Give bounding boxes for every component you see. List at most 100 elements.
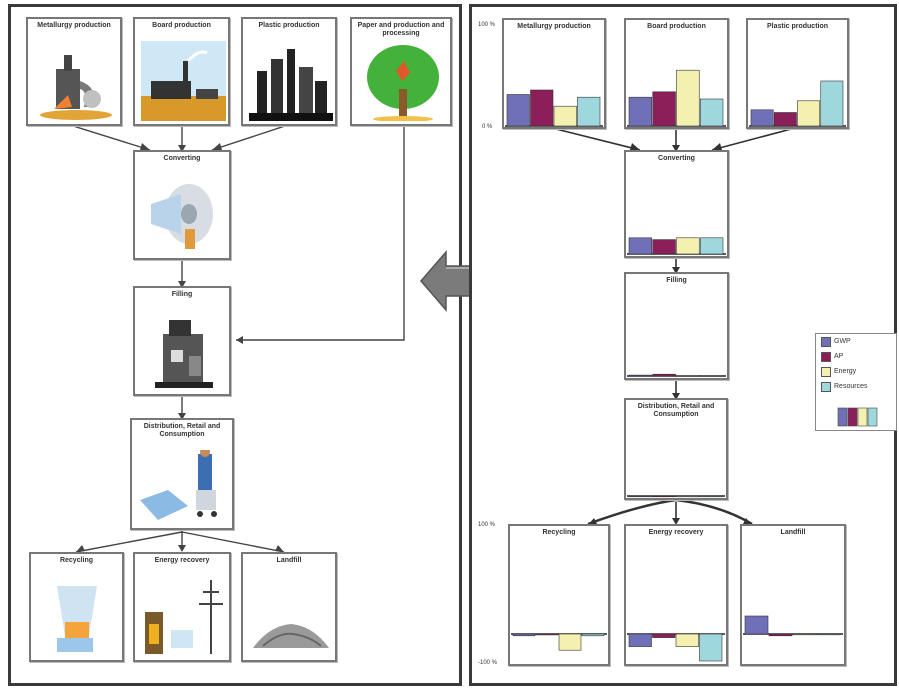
right-step-filling: Filling bbox=[624, 272, 729, 380]
bar-resources bbox=[820, 80, 844, 127]
bar-resources bbox=[699, 237, 724, 255]
bar-gwp bbox=[628, 237, 653, 255]
bar-resources bbox=[816, 633, 841, 636]
roll-machine-illustration bbox=[151, 184, 213, 249]
box-label: Metallurgy production bbox=[37, 22, 111, 29]
factory-illustration bbox=[141, 41, 226, 121]
left-end-energy-recovery: Energy recovery bbox=[133, 552, 231, 662]
legend-item-energy: Energy bbox=[816, 364, 896, 379]
box-label: Board production bbox=[152, 22, 211, 29]
bar-ap bbox=[652, 373, 676, 377]
right-source-plastic: Plastic production bbox=[746, 18, 849, 129]
left-source-metallurgy: Metallurgy production bbox=[26, 17, 122, 126]
bar-energy bbox=[792, 633, 817, 636]
bar-resources bbox=[581, 633, 605, 637]
impact-bars bbox=[743, 615, 843, 637]
left-step-converting: Converting bbox=[133, 150, 231, 260]
bar-energy bbox=[676, 375, 700, 377]
bar-resources bbox=[699, 375, 724, 377]
left-step-filling: Filling bbox=[133, 286, 231, 396]
axis-top-label: 100 % bbox=[478, 22, 496, 28]
bar-gwp bbox=[628, 495, 652, 498]
impact-bars bbox=[505, 89, 603, 127]
bar-ap bbox=[530, 89, 554, 127]
right-end-landfill: Landfill bbox=[740, 524, 846, 666]
right-step-converting: Converting bbox=[624, 150, 729, 258]
bar-ap bbox=[652, 495, 676, 498]
left-end-landfill: Landfill bbox=[241, 552, 337, 662]
legend-item-resources: Resources bbox=[816, 379, 896, 394]
left-step-distribution: Distribution, Retail and Consumption bbox=[130, 418, 234, 530]
bar-ap bbox=[768, 633, 793, 637]
right-source-board: Board production bbox=[624, 18, 729, 129]
bar-gwp bbox=[628, 374, 653, 377]
left-source-paper: Paper and production and processing bbox=[350, 17, 452, 126]
refinery-illustration bbox=[249, 49, 333, 121]
bar-gwp bbox=[506, 94, 530, 127]
legend-item-ap: AP bbox=[816, 349, 896, 364]
bar-energy bbox=[675, 633, 699, 647]
tree-illustration bbox=[367, 45, 439, 121]
legend-label: Resources bbox=[834, 383, 868, 390]
impact-bars bbox=[627, 633, 725, 662]
legend: GWP AP Energy Resources bbox=[815, 333, 897, 431]
box-label: Paper and production and processing bbox=[357, 22, 445, 37]
impact-bars bbox=[627, 237, 726, 255]
bar-ap bbox=[652, 633, 676, 638]
box-label: Converting bbox=[163, 155, 201, 162]
box-label: Energy recovery bbox=[648, 529, 704, 536]
bar-energy bbox=[553, 105, 577, 127]
box-label: Plastic production bbox=[766, 23, 829, 30]
bar-gwp bbox=[628, 633, 652, 647]
impact-bars bbox=[627, 69, 726, 127]
bar-energy bbox=[797, 100, 821, 127]
box-label: Distribution, Retail and Consumption bbox=[143, 423, 221, 438]
bar-gwp bbox=[744, 615, 769, 635]
impact-bars bbox=[511, 633, 607, 651]
legend-label: Energy bbox=[834, 368, 857, 375]
legend-swatch bbox=[821, 381, 831, 392]
retail-illustration bbox=[140, 450, 217, 520]
box-label: Distribution, Retail and Consumption bbox=[637, 403, 715, 418]
bar-gwp bbox=[750, 109, 774, 127]
bar-energy bbox=[675, 495, 699, 498]
bar-ap bbox=[652, 91, 676, 127]
box-label: Filling bbox=[666, 277, 687, 284]
bar-energy bbox=[676, 69, 700, 127]
axis-bottom-top-label: 100 % bbox=[478, 522, 496, 528]
bar-energy bbox=[676, 237, 700, 255]
recycling-bin-illustration bbox=[57, 586, 97, 652]
legend-item-gwp: GWP bbox=[816, 334, 896, 349]
right-end-energy-recovery: Energy recovery bbox=[624, 524, 728, 666]
bar-resources bbox=[699, 98, 724, 127]
axis-zero-label: 0 % bbox=[482, 124, 493, 130]
right-source-metallurgy: Metallurgy production bbox=[502, 18, 606, 129]
box-label: Landfill bbox=[276, 557, 302, 564]
landfill-illustration bbox=[253, 624, 329, 648]
left-source-board: Board production bbox=[133, 17, 230, 126]
impact-bars bbox=[749, 80, 846, 127]
legend-label: AP bbox=[834, 353, 844, 360]
bar-ap bbox=[535, 633, 559, 636]
bar-ap bbox=[652, 239, 676, 255]
filling-machine-illustration bbox=[155, 320, 213, 388]
legend-label: GWP bbox=[834, 338, 851, 345]
box-label: Filling bbox=[171, 291, 193, 298]
bar-gwp bbox=[628, 96, 653, 127]
bar-resources bbox=[577, 96, 601, 127]
impact-bars bbox=[627, 373, 726, 377]
bar-ap bbox=[773, 112, 797, 127]
left-source-plastic: Plastic production bbox=[241, 17, 337, 126]
box-label: Energy recovery bbox=[154, 557, 210, 564]
bar-gwp bbox=[512, 633, 536, 637]
box-label: Recycling bbox=[59, 557, 94, 564]
box-label: Board production bbox=[647, 23, 706, 30]
right-step-distribution: Distribution, Retail and Consumption bbox=[624, 398, 728, 500]
power-plant-illustration bbox=[145, 580, 223, 654]
legend-swatch bbox=[821, 366, 831, 377]
axis-bottom-neg-label: -100 % bbox=[478, 660, 498, 666]
box-label: Recycling bbox=[542, 529, 576, 536]
legend-swatch bbox=[821, 336, 831, 347]
